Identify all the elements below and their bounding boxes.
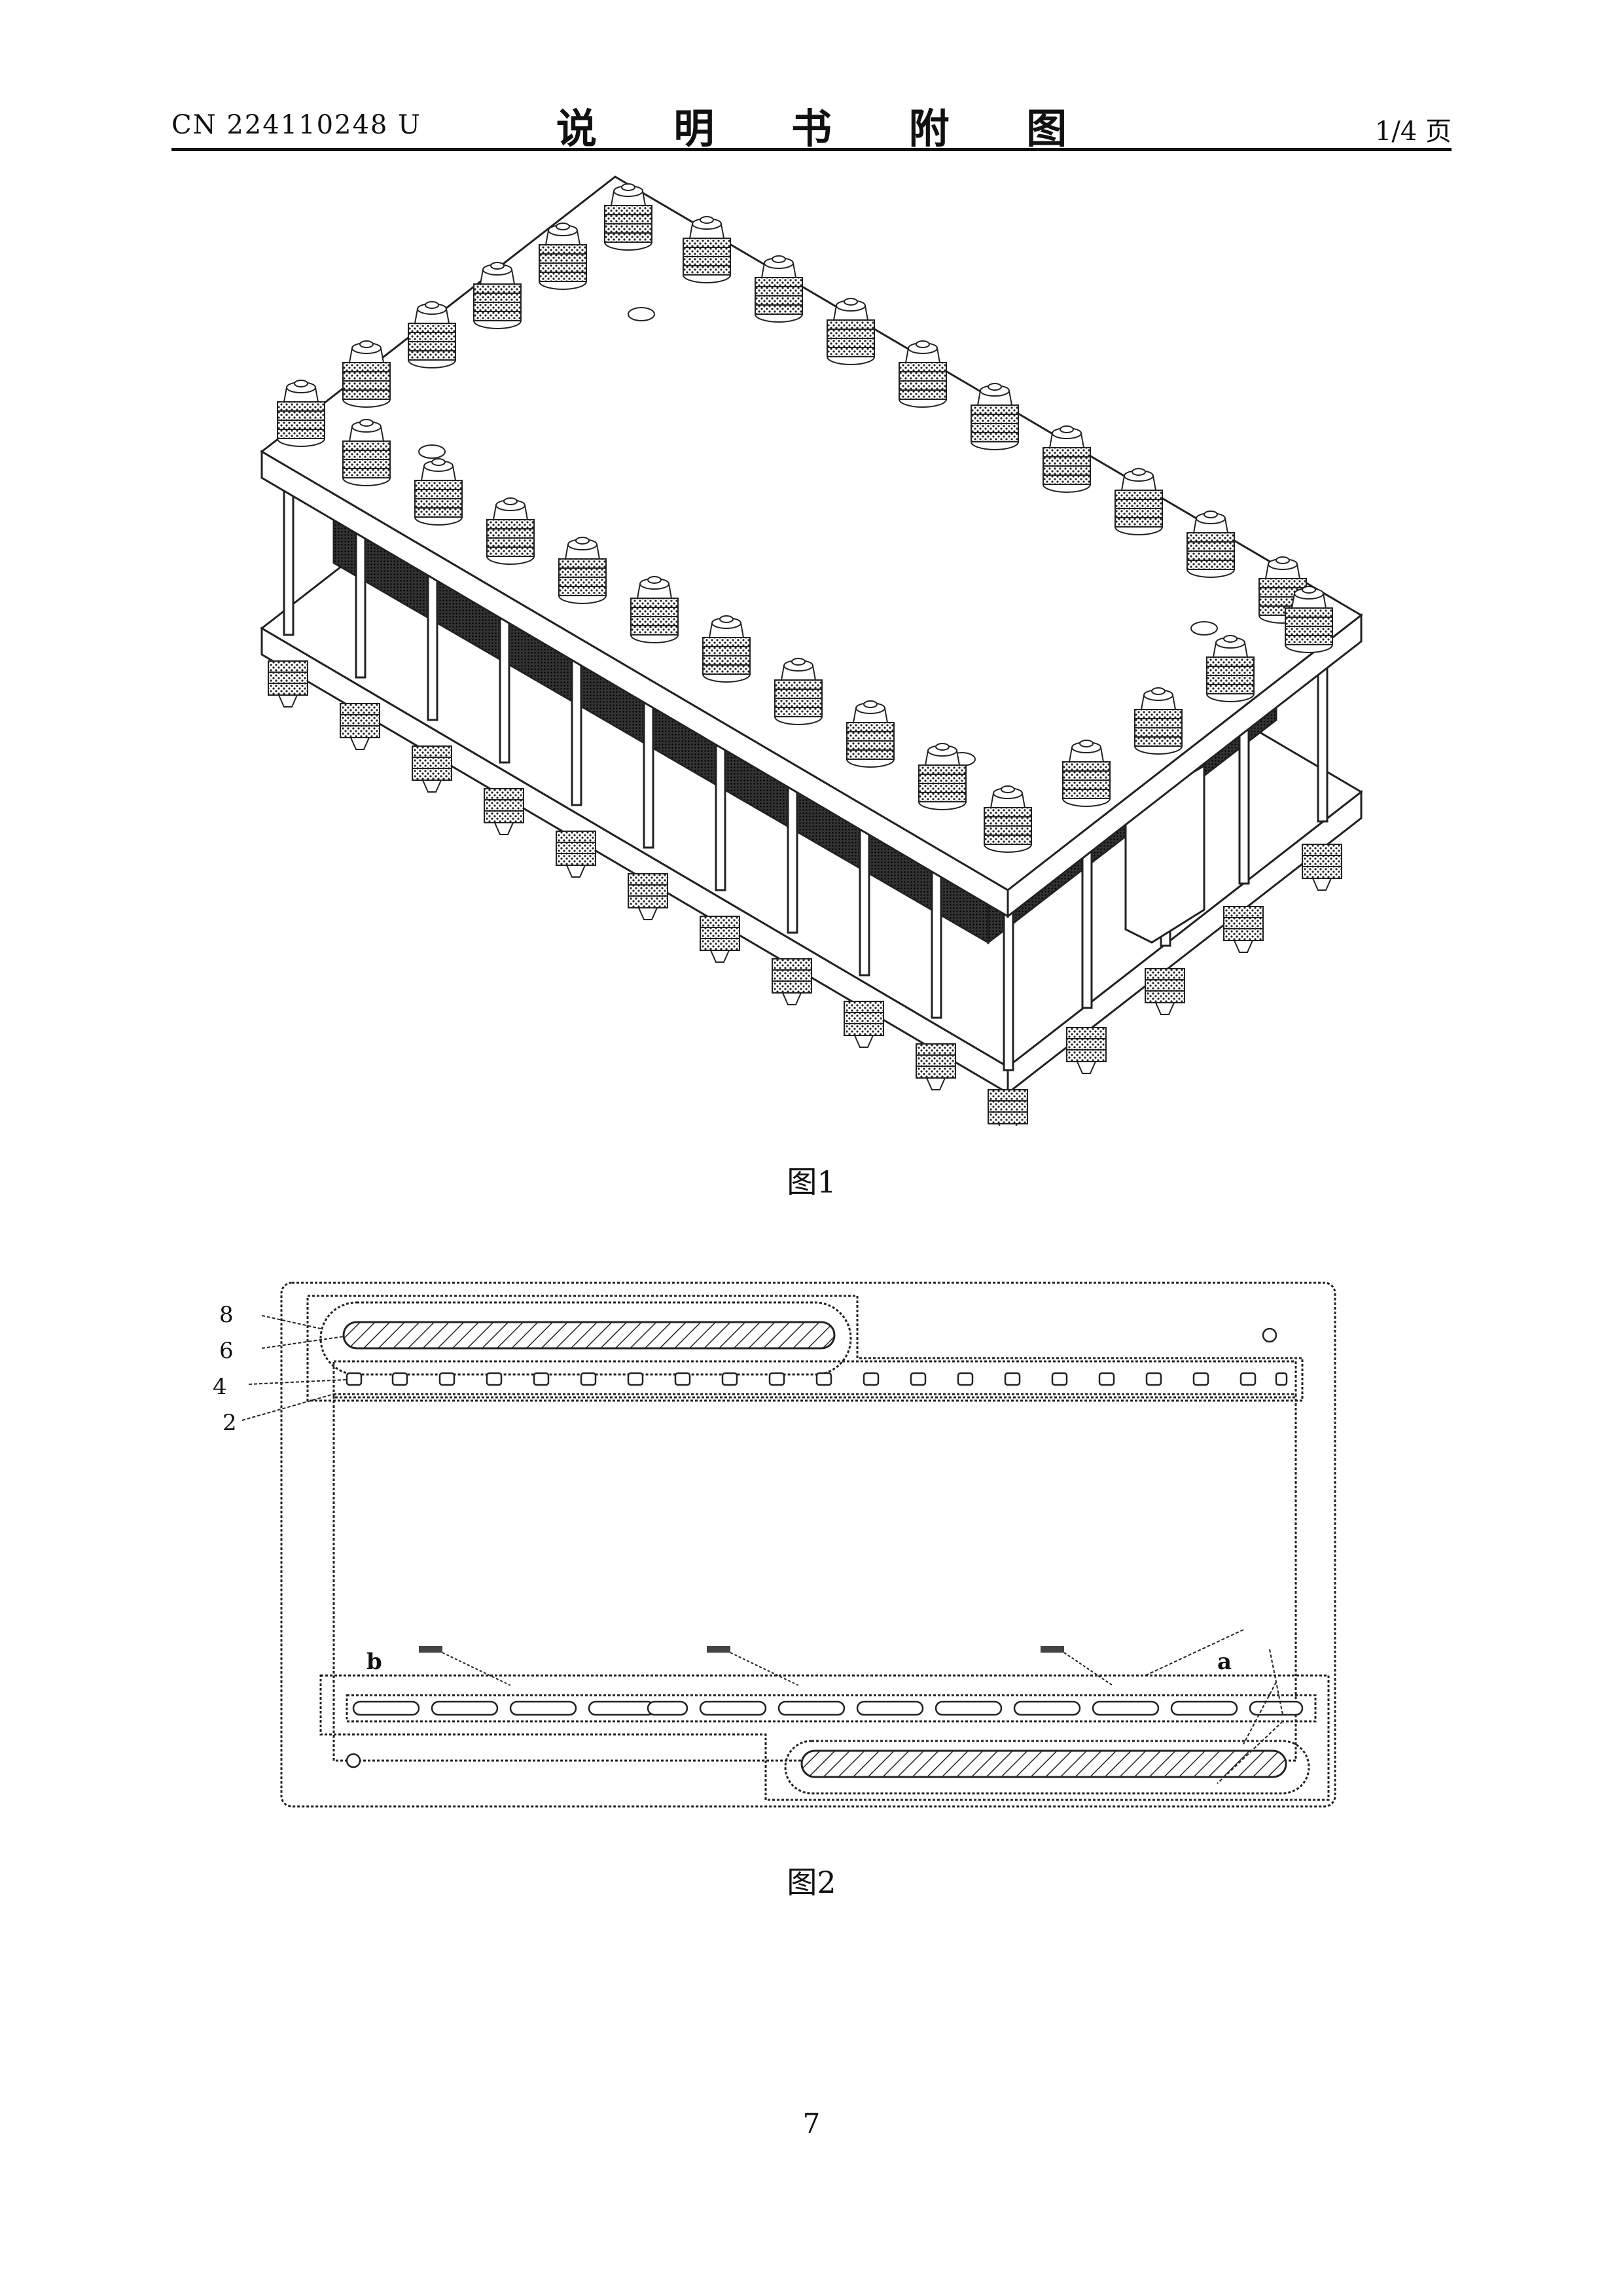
page-number: 7 xyxy=(0,2108,1623,2140)
figure-1-drawing xyxy=(236,170,1387,1126)
flow-marks xyxy=(419,1646,1064,1653)
bottom-slots xyxy=(353,1702,1302,1715)
position-letter-a: a xyxy=(1217,1649,1232,1675)
figure-2-caption: 图2 xyxy=(0,1859,1623,1902)
alignment-hole xyxy=(347,1754,360,1767)
figure-2-drawing: 8 6 4 2 1 3 5 7 b a xyxy=(196,1263,1374,1826)
position-letter-b: b xyxy=(366,1649,382,1675)
page-info: 1/4 页 xyxy=(1375,110,1452,148)
flow-leaders xyxy=(442,1653,1113,1685)
alignment-hole xyxy=(1263,1329,1276,1342)
ref-numeral-2: 2 xyxy=(223,1410,237,1436)
figure-1-caption: 图1 xyxy=(0,1158,1623,1202)
ref-numeral-6: 6 xyxy=(219,1338,234,1364)
ref-numeral-8: 8 xyxy=(219,1302,234,1328)
bottom-channel xyxy=(785,1741,1309,1793)
top-channel xyxy=(321,1302,851,1374)
header-rule xyxy=(171,148,1452,151)
top-slots xyxy=(347,1373,1287,1385)
ref-numeral-4: 4 xyxy=(213,1374,227,1400)
